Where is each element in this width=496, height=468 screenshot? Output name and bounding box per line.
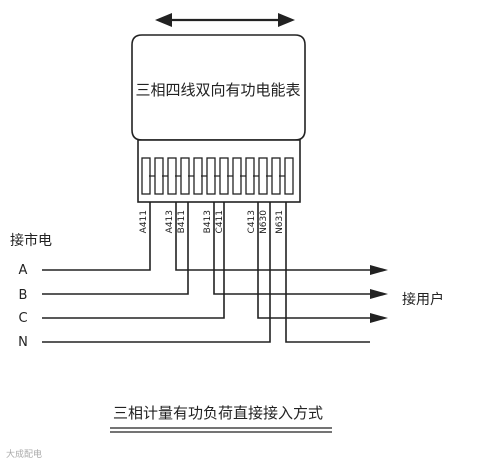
terminal-slot [258, 157, 268, 195]
arrowhead-c [370, 313, 388, 323]
terminal-label: B411 [177, 210, 187, 233]
terminal-slot [284, 157, 294, 195]
supply-label: 接市电 [10, 232, 52, 249]
terminal-slot [154, 157, 164, 195]
watermark: 大成配电 [6, 448, 42, 460]
wire-n-out [285, 202, 370, 343]
terminal-label: N630 [259, 210, 269, 234]
meter-label: 三相四线双向有功电能表 [135, 81, 300, 99]
wire-a-in [42, 202, 151, 271]
wire-a-out [175, 202, 370, 271]
terminal-slot [219, 157, 229, 195]
terminal-label: N631 [275, 210, 285, 234]
terminal-slot [232, 157, 242, 195]
terminal-label: A411 [139, 210, 149, 233]
terminal-label: B413 [203, 210, 213, 233]
phase-c-label: C [18, 311, 27, 326]
wire-b-out [213, 202, 370, 295]
wire-c-out [257, 202, 370, 319]
arrowhead-b [370, 289, 388, 299]
terminal-slot [206, 157, 216, 195]
terminal-slot [167, 157, 177, 195]
terminal-slots [141, 157, 294, 195]
terminal-slot [245, 157, 255, 195]
terminal-label: A413 [165, 210, 175, 233]
terminal-slot [271, 157, 281, 195]
arrowhead-a [370, 265, 388, 275]
wire-n-in [42, 202, 271, 343]
double-arrow [155, 13, 295, 27]
terminal-label: C411 [215, 210, 225, 233]
terminal-slot [180, 157, 190, 195]
wire-c-in [42, 202, 225, 319]
load-label: 接用户 [402, 291, 444, 308]
phase-a-label: A [19, 263, 28, 278]
terminal-slot [141, 157, 151, 195]
phase-b-label: B [19, 288, 28, 303]
terminal-slot [193, 157, 203, 195]
caption: 三相计量有功负荷直接接入方式 [113, 404, 323, 422]
phase-n-label: N [18, 335, 28, 350]
wires [42, 202, 388, 343]
wire-b-in [42, 202, 189, 295]
terminal-label: C413 [247, 210, 257, 233]
